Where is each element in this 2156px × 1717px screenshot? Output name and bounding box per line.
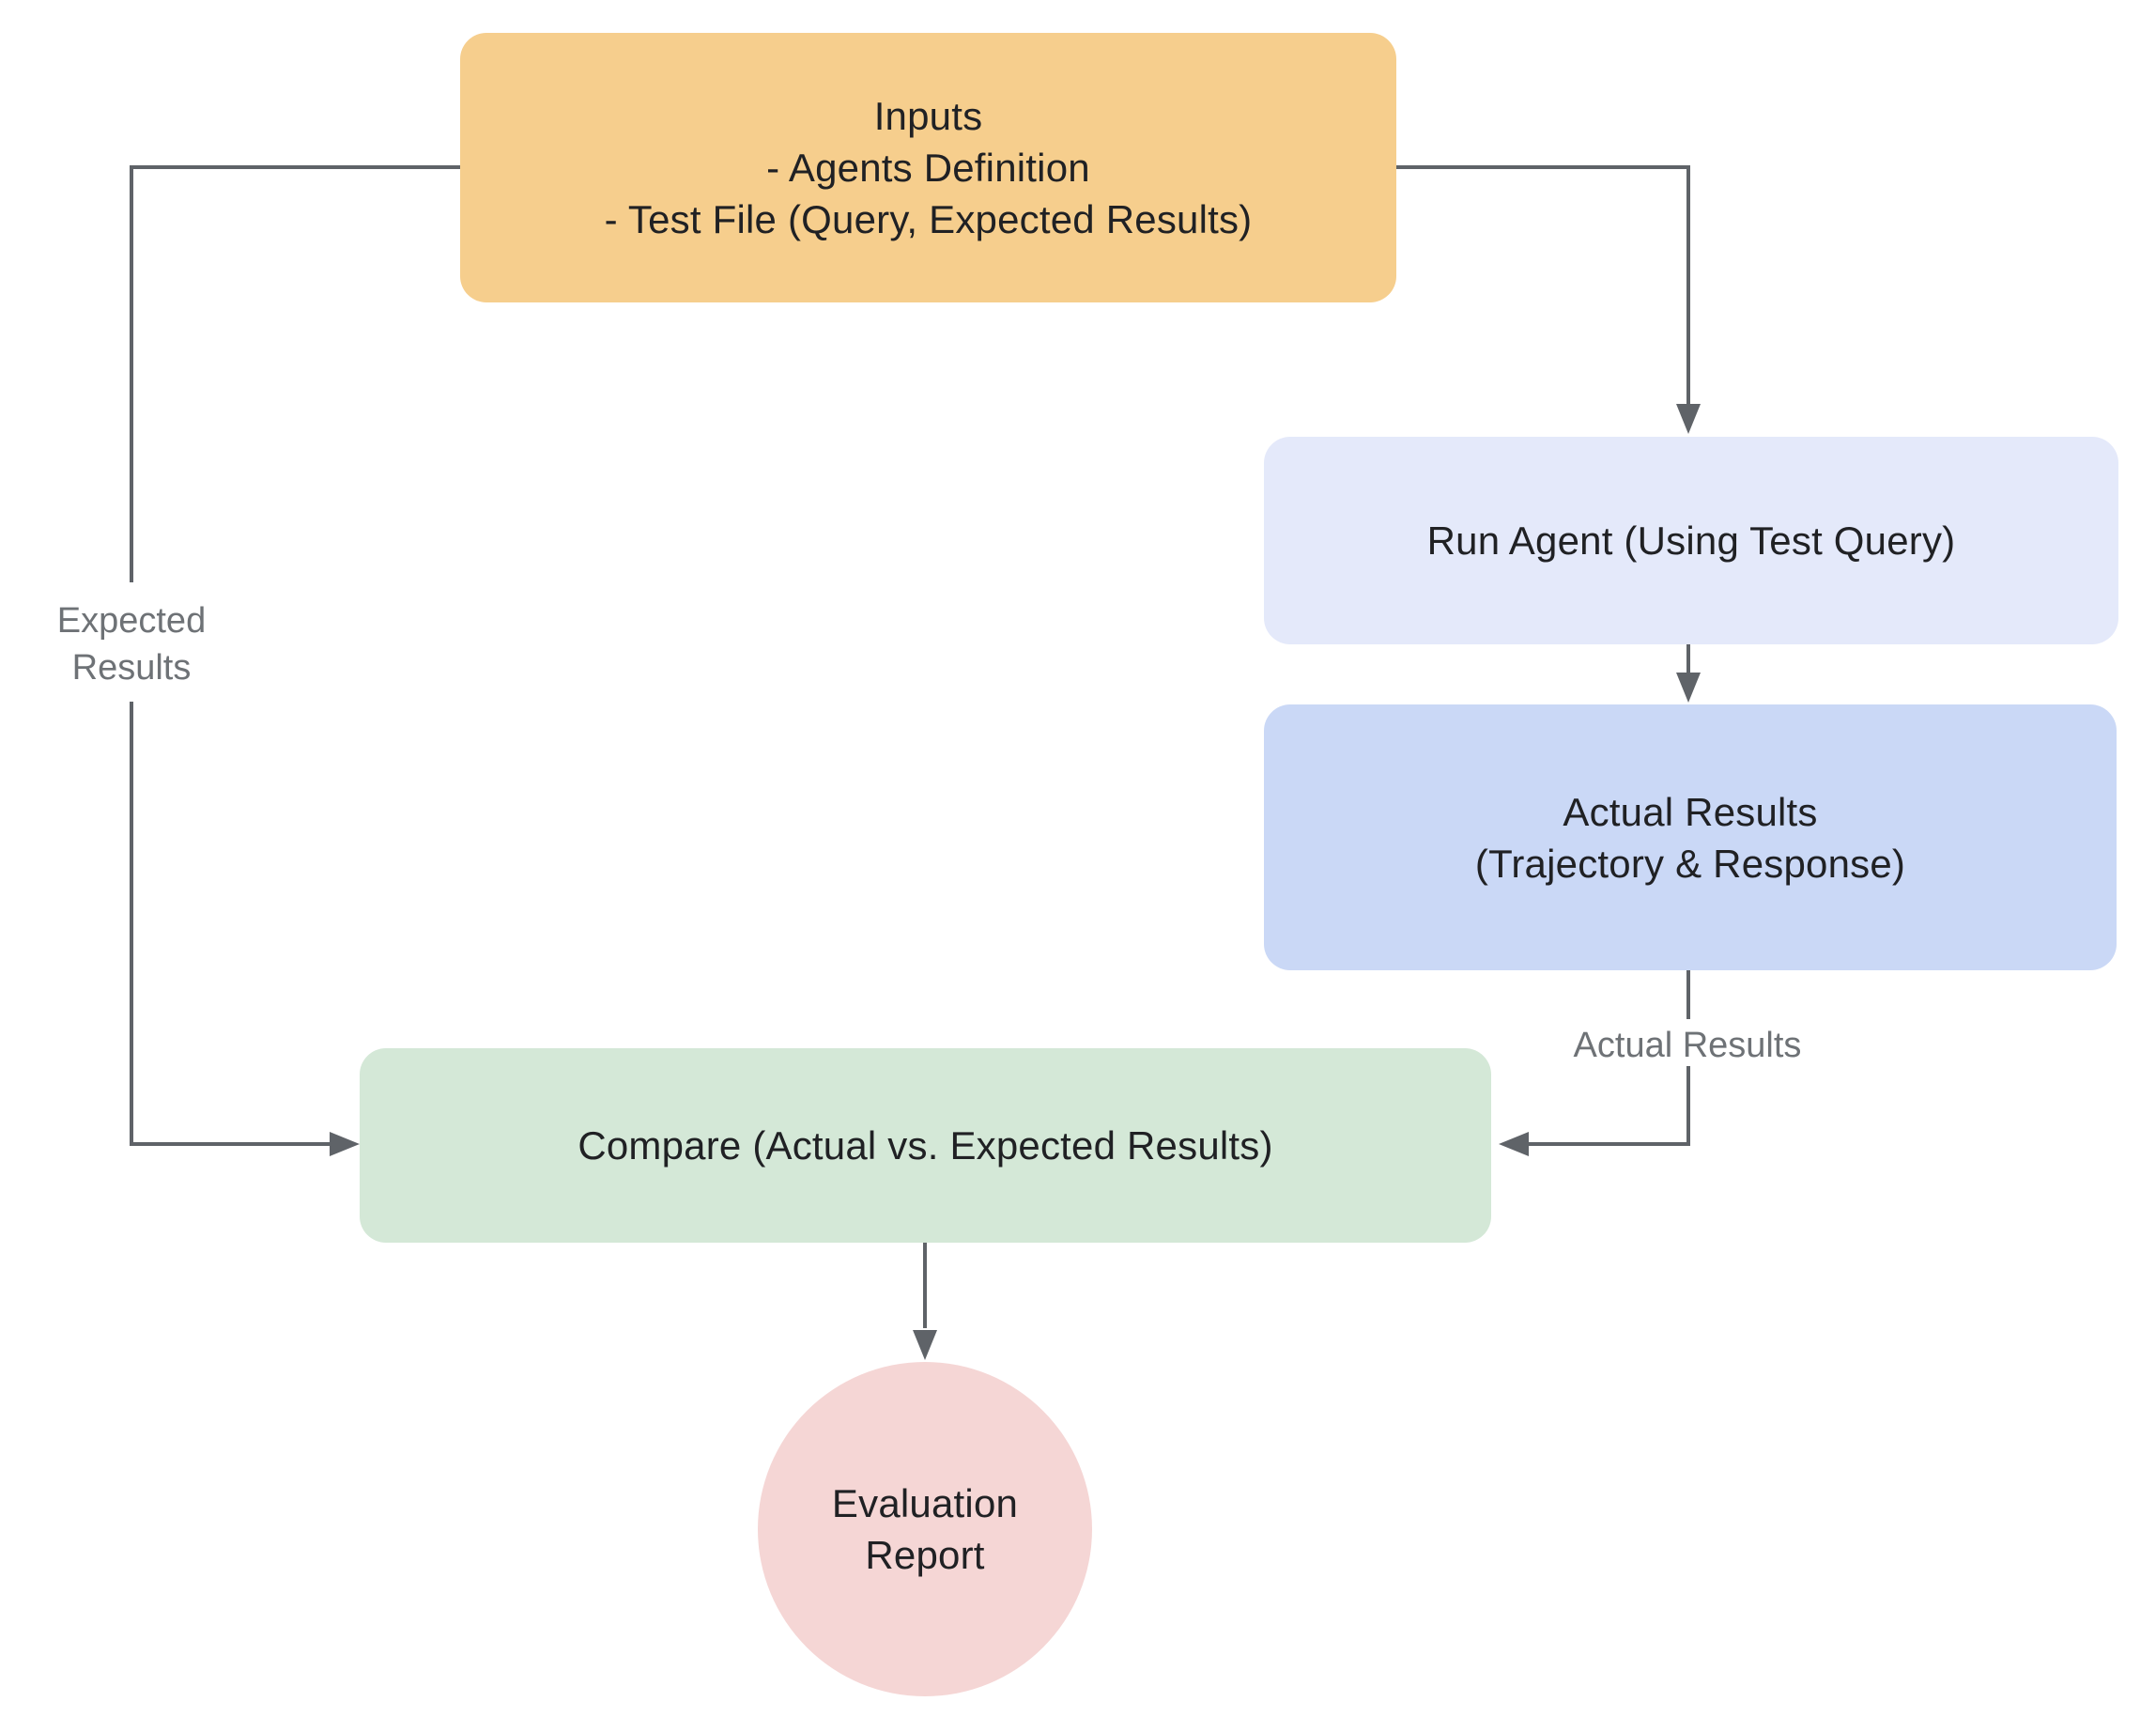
evaluation-report-line1: Evaluation [831,1481,1019,1525]
edge-inputs-to-compare [130,165,460,1156]
node-evaluation-report: Evaluation Report [758,1362,1092,1696]
arrowhead-into-compare-left [330,1132,360,1156]
arrowhead-into-actual-results [1676,673,1701,703]
inputs-title: Inputs [873,94,983,138]
edge-inputs-to-run-agent [1396,165,1701,434]
edge-compare-to-evaluation-report [913,1243,937,1360]
evaluation-report-line2: Report [865,1533,985,1577]
node-actual-results: Actual Results (Trajectory & Response) [1264,704,2117,970]
actual-results-line1: Actual Results [1563,789,1818,834]
arrowhead-into-compare-right [1499,1132,1529,1156]
actual-results-line2: (Trajectory & Response) [1474,841,1906,886]
arrowhead-into-run-agent [1676,404,1701,434]
edge-actual-results-to-compare [1499,970,1690,1156]
edge-label-actual-text: Actual Results [1573,1026,1802,1065]
edge-run-agent-to-actual-results [1676,644,1701,703]
node-inputs: Inputs - Agents Definition - Test File (… [460,33,1396,302]
node-compare: Compare (Actual vs. Expected Results) [360,1048,1491,1243]
edge-label-expected-line2: Results [71,648,192,688]
inputs-bullet-agents-definition: - Agents Definition [766,146,1090,190]
node-run-agent: Run Agent (Using Test Query) [1264,437,2118,644]
edge-label-expected-results: Expected Results [17,597,246,691]
edge-label-expected-line1: Expected [56,601,207,641]
inputs-bullet-test-file: - Test File (Query, Expected Results) [604,197,1253,241]
arrowhead-into-evaluation-report [913,1330,937,1360]
compare-label: Compare (Actual vs. Expected Results) [578,1123,1273,1168]
edge-label-actual-results: Actual Results [1500,1022,1875,1069]
run-agent-label: Run Agent (Using Test Query) [1426,518,1956,563]
